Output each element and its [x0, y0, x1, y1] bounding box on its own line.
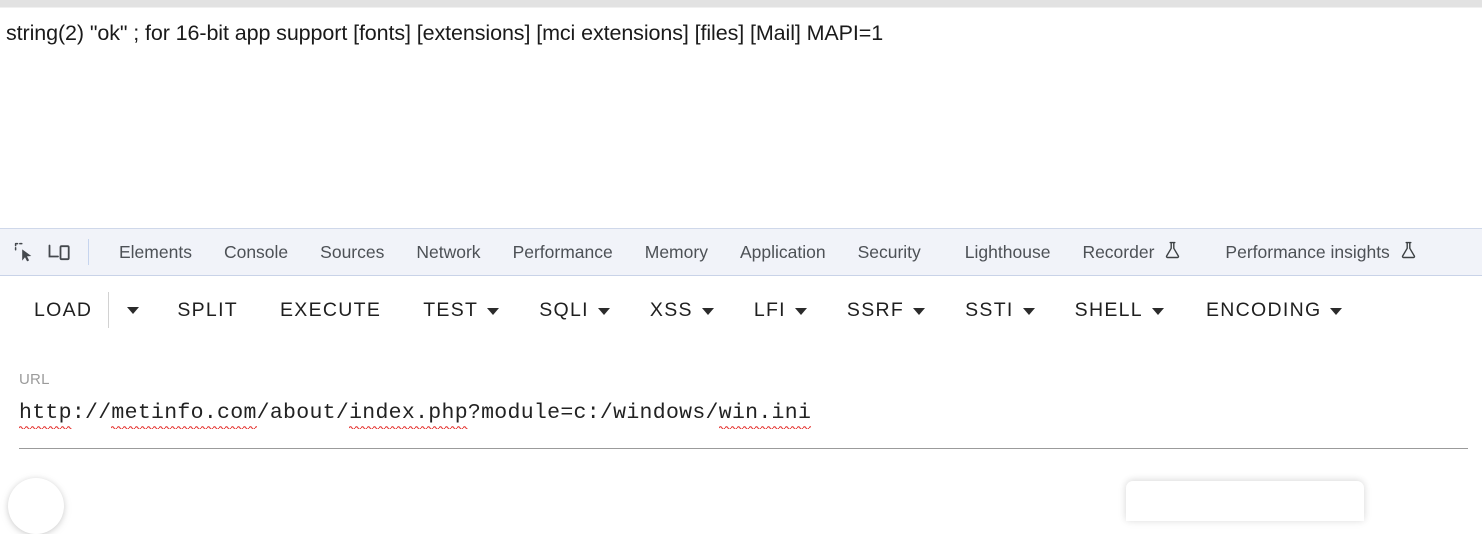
devtools-toolbar-divider [88, 239, 89, 265]
devtools-tab-bar: Elements Console Sources Network Perform… [0, 228, 1482, 276]
url-input-underline [19, 448, 1468, 449]
execute-button-label: EXECUTE [280, 298, 382, 321]
app-window: string(2) "ok" ; for 16-bit app support … [0, 0, 1482, 449]
chevron-down-icon [1330, 307, 1343, 315]
tab-lighthouse[interactable]: Lighthouse [949, 229, 1067, 275]
shell-menu-label: SHELL [1074, 298, 1143, 321]
execute-button[interactable]: EXECUTE [266, 293, 395, 328]
test-menu-label: TEST [423, 298, 479, 321]
chevron-down-icon [913, 307, 926, 315]
tab-console[interactable]: Console [208, 229, 304, 275]
tab-memory[interactable]: Memory [629, 229, 724, 275]
tab-elements-label: Elements [119, 242, 192, 262]
top-scrollbar-strip[interactable] [0, 0, 1482, 8]
tab-elements[interactable]: Elements [103, 229, 208, 275]
tab-performance[interactable]: Performance [497, 229, 629, 275]
split-button[interactable]: SPLIT [163, 293, 252, 328]
chevron-down-icon [487, 307, 500, 315]
tab-performance-label: Performance [512, 242, 613, 262]
url-field-label: URL [19, 371, 50, 388]
tab-console-label: Console [223, 242, 289, 262]
lfi-menu-button[interactable]: LFI [740, 293, 821, 328]
chevron-down-icon [1022, 307, 1035, 315]
spellcheck-misspelled-word: index.php [349, 401, 468, 429]
load-button[interactable]: LOAD [20, 293, 106, 328]
chevron-down-icon [1151, 307, 1164, 315]
ssti-menu-button[interactable]: SSTI [951, 293, 1049, 328]
xss-menu-label: XSS [649, 298, 693, 321]
tab-performance-insights-label: Performance insights [1225, 242, 1390, 262]
encoding-menu-button[interactable]: ENCODING [1192, 293, 1357, 328]
lfi-menu-label: LFI [753, 298, 786, 321]
tab-sources[interactable]: Sources [304, 229, 400, 275]
spellcheck-misspelled-word: http [19, 401, 72, 429]
ssrf-menu-button[interactable]: SSRF [833, 293, 939, 328]
spellcheck-misspelled-word: win.ini [718, 401, 812, 429]
url-text-segment: ?module=c:/windows/ [467, 401, 719, 425]
experiment-flask-icon [1400, 230, 1417, 276]
tab-recorder-label: Recorder [1082, 242, 1155, 262]
tab-performance-insights[interactable]: Performance insights [1209, 229, 1432, 275]
bottom-panel-card[interactable] [1126, 481, 1364, 521]
tab-network-label: Network [416, 242, 481, 262]
chevron-down-icon [597, 307, 610, 315]
experiment-flask-icon [1164, 230, 1181, 276]
ssrf-menu-label: SSRF [846, 298, 905, 321]
tab-security-label: Security [857, 242, 921, 262]
tab-network[interactable]: Network [400, 229, 496, 275]
sqli-menu-button[interactable]: SQLI [525, 293, 624, 328]
url-text-segment: /about/ [256, 401, 350, 425]
tab-application[interactable]: Application [724, 229, 842, 275]
console-output-line: string(2) "ok" ; for 16-bit app support … [6, 21, 884, 45]
split-button-label: SPLIT [177, 298, 238, 321]
tab-sources-label: Sources [320, 242, 385, 262]
inspect-element-icon[interactable] [6, 235, 42, 269]
load-split-divider [108, 292, 110, 328]
shell-menu-button[interactable]: SHELL [1061, 293, 1178, 328]
floating-action-button[interactable] [8, 478, 64, 534]
chevron-down-icon [794, 307, 807, 315]
test-menu-button[interactable]: TEST [409, 293, 513, 328]
chevron-down-icon [701, 307, 714, 315]
ssti-menu-label: SSTI [965, 298, 1014, 321]
spellcheck-misspelled-word: metinfo.com [111, 401, 257, 429]
url-input[interactable]: http://metinfo.com/about/index.php?modul… [19, 401, 812, 429]
module-toolbar: LOAD SPLIT EXECUTE TEST SQLI XSS LFI [0, 277, 1482, 343]
xss-menu-button[interactable]: XSS [636, 293, 728, 328]
device-toolbar-icon[interactable] [42, 235, 78, 269]
tab-security[interactable]: Security [842, 229, 937, 275]
load-button-label: LOAD [34, 298, 93, 321]
tab-lighthouse-label: Lighthouse [964, 242, 1051, 262]
tab-recorder[interactable]: Recorder [1066, 229, 1197, 275]
url-text-segment: :// [71, 401, 112, 425]
tab-memory-label: Memory [644, 242, 708, 262]
sqli-menu-label: SQLI [539, 298, 589, 321]
page-output-region: string(2) "ok" ; for 16-bit app support … [0, 8, 1482, 226]
chevron-down-icon [127, 306, 140, 314]
tab-application-label: Application [739, 242, 826, 262]
encoding-menu-label: ENCODING [1205, 298, 1322, 321]
load-dropdown-button[interactable] [111, 301, 155, 320]
